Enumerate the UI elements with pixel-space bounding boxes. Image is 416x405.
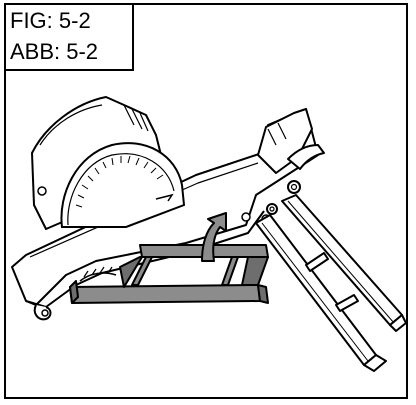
saw-stand-illustration: [11, 96, 406, 372]
figure-number-label: FIG: 5-2: [10, 8, 91, 33]
folding-leg: [255, 194, 406, 372]
degree-scale: [75, 155, 164, 208]
figure-frame: FIG: 5-2 ABB: 5-2: [4, 3, 408, 399]
figure-label-box: FIG: 5-2 ABB: 5-2: [6, 5, 134, 71]
curved-up-arrow-icon: [201, 212, 227, 262]
blade-guard: [60, 142, 186, 228]
figure-abb-label: ABB: 5-2: [10, 39, 99, 64]
highlighted-base-bar: [69, 244, 269, 304]
